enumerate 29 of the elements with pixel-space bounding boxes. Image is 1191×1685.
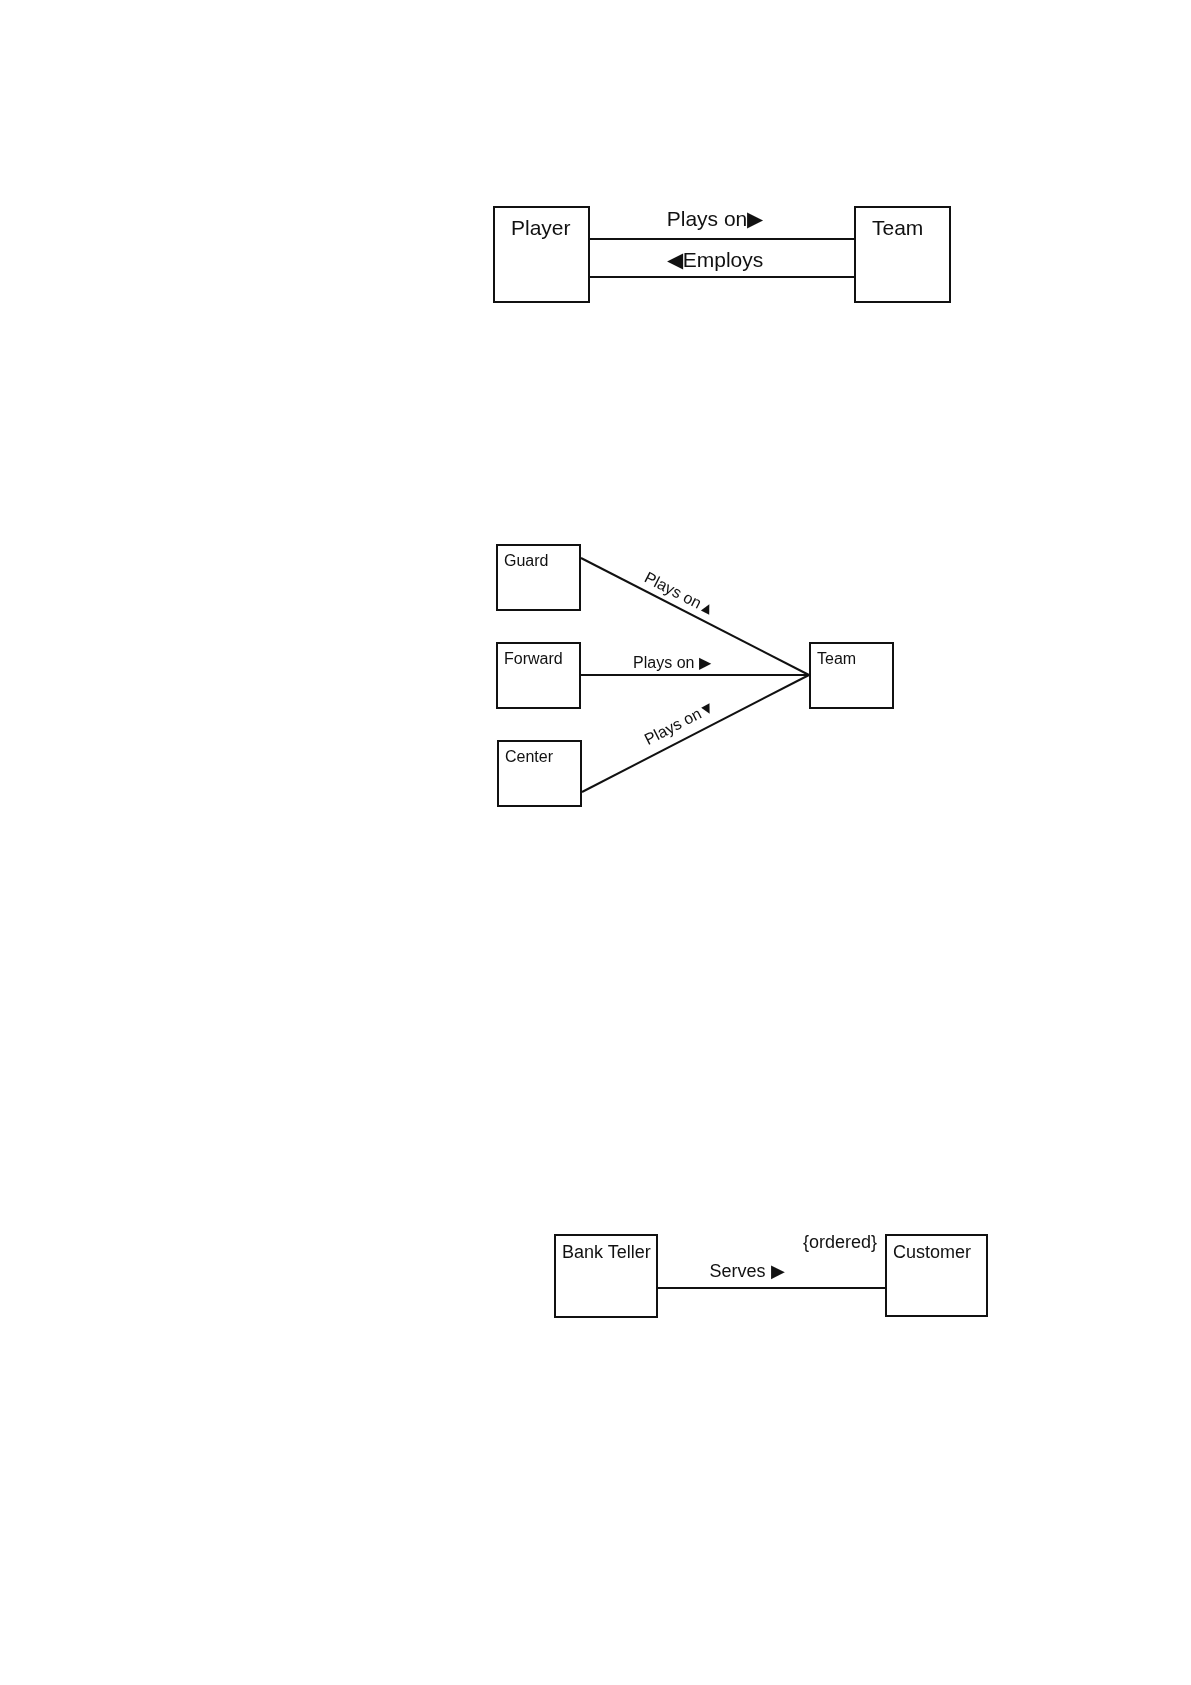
association-line [580, 674, 810, 676]
class-name: Forward [504, 650, 563, 668]
class-name: Team [817, 650, 857, 668]
constraint-label: {ordered} [803, 1232, 878, 1253]
class-name: Guard [504, 552, 549, 570]
class-box [854, 206, 951, 303]
class-box [885, 1234, 988, 1317]
association-line [580, 557, 810, 676]
association-line [657, 1287, 886, 1289]
edge-label: Plays on ▶ [633, 654, 711, 672]
class-name: Customer [893, 1242, 972, 1263]
class-name: Player [511, 216, 571, 240]
class-box [809, 642, 894, 709]
edge-label: ◀Employs [666, 248, 764, 272]
edge-label: Plays on▼ [641, 697, 719, 749]
association-line [581, 674, 810, 793]
class-name: Center [505, 748, 554, 766]
class-name: Bank Teller [562, 1242, 651, 1263]
association-line [589, 276, 855, 278]
class-box [496, 544, 581, 611]
class-box [554, 1234, 658, 1318]
edge-label: Plays on▲ [641, 568, 719, 620]
class-box [493, 206, 590, 303]
edge-label: Plays on▶ [666, 207, 764, 231]
association-line [589, 238, 855, 240]
class-box [496, 642, 581, 709]
class-box [497, 740, 582, 807]
class-name: Team [872, 216, 924, 240]
edge-label: Serves ▶ [709, 1262, 785, 1282]
